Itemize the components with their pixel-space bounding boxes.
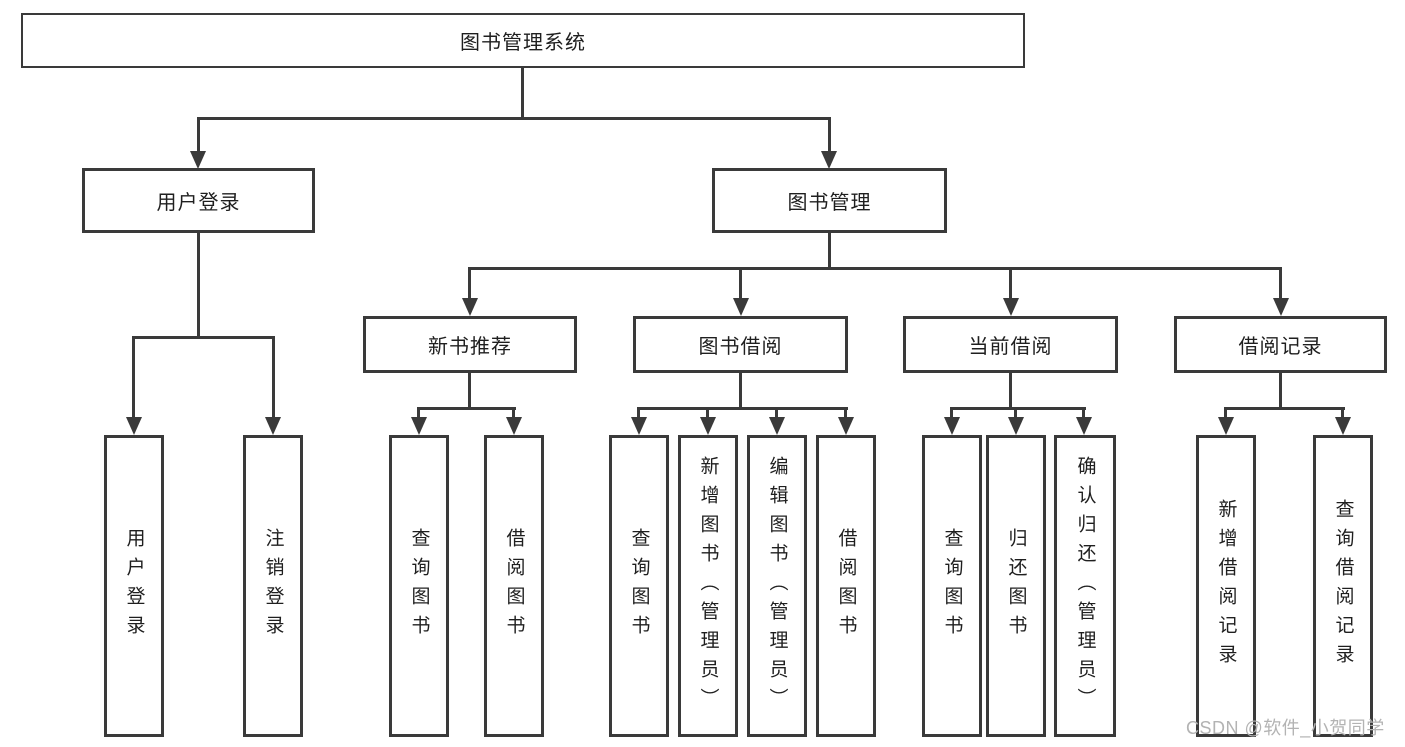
connector-line (512, 407, 515, 418)
connector-line (1341, 407, 1344, 418)
leaf-user-login: 用户登录 (104, 435, 164, 737)
connector-line (828, 233, 831, 269)
connector-line (417, 407, 420, 418)
connector-line (468, 267, 471, 299)
connector-line (132, 336, 135, 418)
connector-line (828, 117, 831, 152)
connector-line (844, 407, 847, 418)
connector-line (1224, 407, 1345, 410)
arrow-down-icon (1218, 417, 1234, 435)
arrow-down-icon (838, 417, 854, 435)
arrow-down-icon (190, 151, 206, 169)
leaf-cb-confirm-return-admin: 确认归还（管理员） (1054, 435, 1116, 737)
arrow-down-icon (265, 417, 281, 435)
connector-line (775, 407, 778, 418)
node-borrowing-records: 借阅记录 (1174, 316, 1387, 373)
leaf-nb-query-books: 查询图书 (389, 435, 449, 737)
connector-line (197, 117, 200, 152)
arrow-down-icon (733, 298, 749, 316)
arrow-down-icon (769, 417, 785, 435)
node-book-management: 图书管理 (712, 168, 947, 233)
leaf-bb-query-books: 查询图书 (609, 435, 669, 737)
node-user-login: 用户登录 (82, 168, 315, 233)
connector-line (1009, 267, 1012, 299)
connector-line (739, 267, 742, 299)
connector-line (1279, 373, 1282, 409)
arrow-down-icon (1076, 417, 1092, 435)
connector-line (468, 373, 471, 409)
arrow-down-icon (944, 417, 960, 435)
connector-line (197, 233, 200, 338)
connector-line (1224, 407, 1227, 418)
arrow-down-icon (1008, 417, 1024, 435)
arrow-down-icon (462, 298, 478, 316)
leaf-bb-edit-books-admin: 编辑图书（管理员） (747, 435, 807, 737)
connector-line (272, 336, 275, 418)
csdn-watermark: CSDN @软件_小贺同学 (1186, 718, 1385, 738)
leaf-logout: 注销登录 (243, 435, 303, 737)
arrow-down-icon (631, 417, 647, 435)
leaf-cb-query-books: 查询图书 (922, 435, 982, 737)
connector-line (1082, 407, 1085, 418)
arrow-down-icon (821, 151, 837, 169)
node-new-book-recommend: 新书推荐 (363, 316, 577, 373)
connector-line (637, 407, 640, 418)
connector-line (739, 373, 742, 409)
connector-line (417, 407, 516, 410)
connector-line (1279, 267, 1282, 299)
arrow-down-icon (700, 417, 716, 435)
connector-line (706, 407, 709, 418)
leaf-br-add-record: 新增借阅记录 (1196, 435, 1256, 737)
leaf-nb-borrow-books: 借阅图书 (484, 435, 544, 737)
node-current-borrowing: 当前借阅 (903, 316, 1118, 373)
leaf-cb-return-books: 归还图书 (986, 435, 1046, 737)
leaf-br-query-record: 查询借阅记录 (1313, 435, 1373, 737)
leaf-bb-add-books-admin: 新增图书（管理员） (678, 435, 738, 737)
node-book-borrowing: 图书借阅 (633, 316, 848, 373)
connector-line (637, 407, 848, 410)
connector-line (132, 336, 275, 339)
arrow-down-icon (1335, 417, 1351, 435)
connector-line (521, 68, 524, 120)
connector-line (197, 117, 831, 120)
connector-line (950, 407, 953, 418)
node-library-management-system: 图书管理系统 (21, 13, 1025, 68)
connector-line (950, 407, 1086, 410)
arrow-down-icon (1003, 298, 1019, 316)
arrow-down-icon (411, 417, 427, 435)
arrow-down-icon (506, 417, 522, 435)
arrow-down-icon (126, 417, 142, 435)
arrow-down-icon (1273, 298, 1289, 316)
connector-line (1009, 373, 1012, 409)
connector-line (468, 267, 1282, 270)
leaf-bb-borrow-books: 借阅图书 (816, 435, 876, 737)
connector-line (1014, 407, 1017, 418)
